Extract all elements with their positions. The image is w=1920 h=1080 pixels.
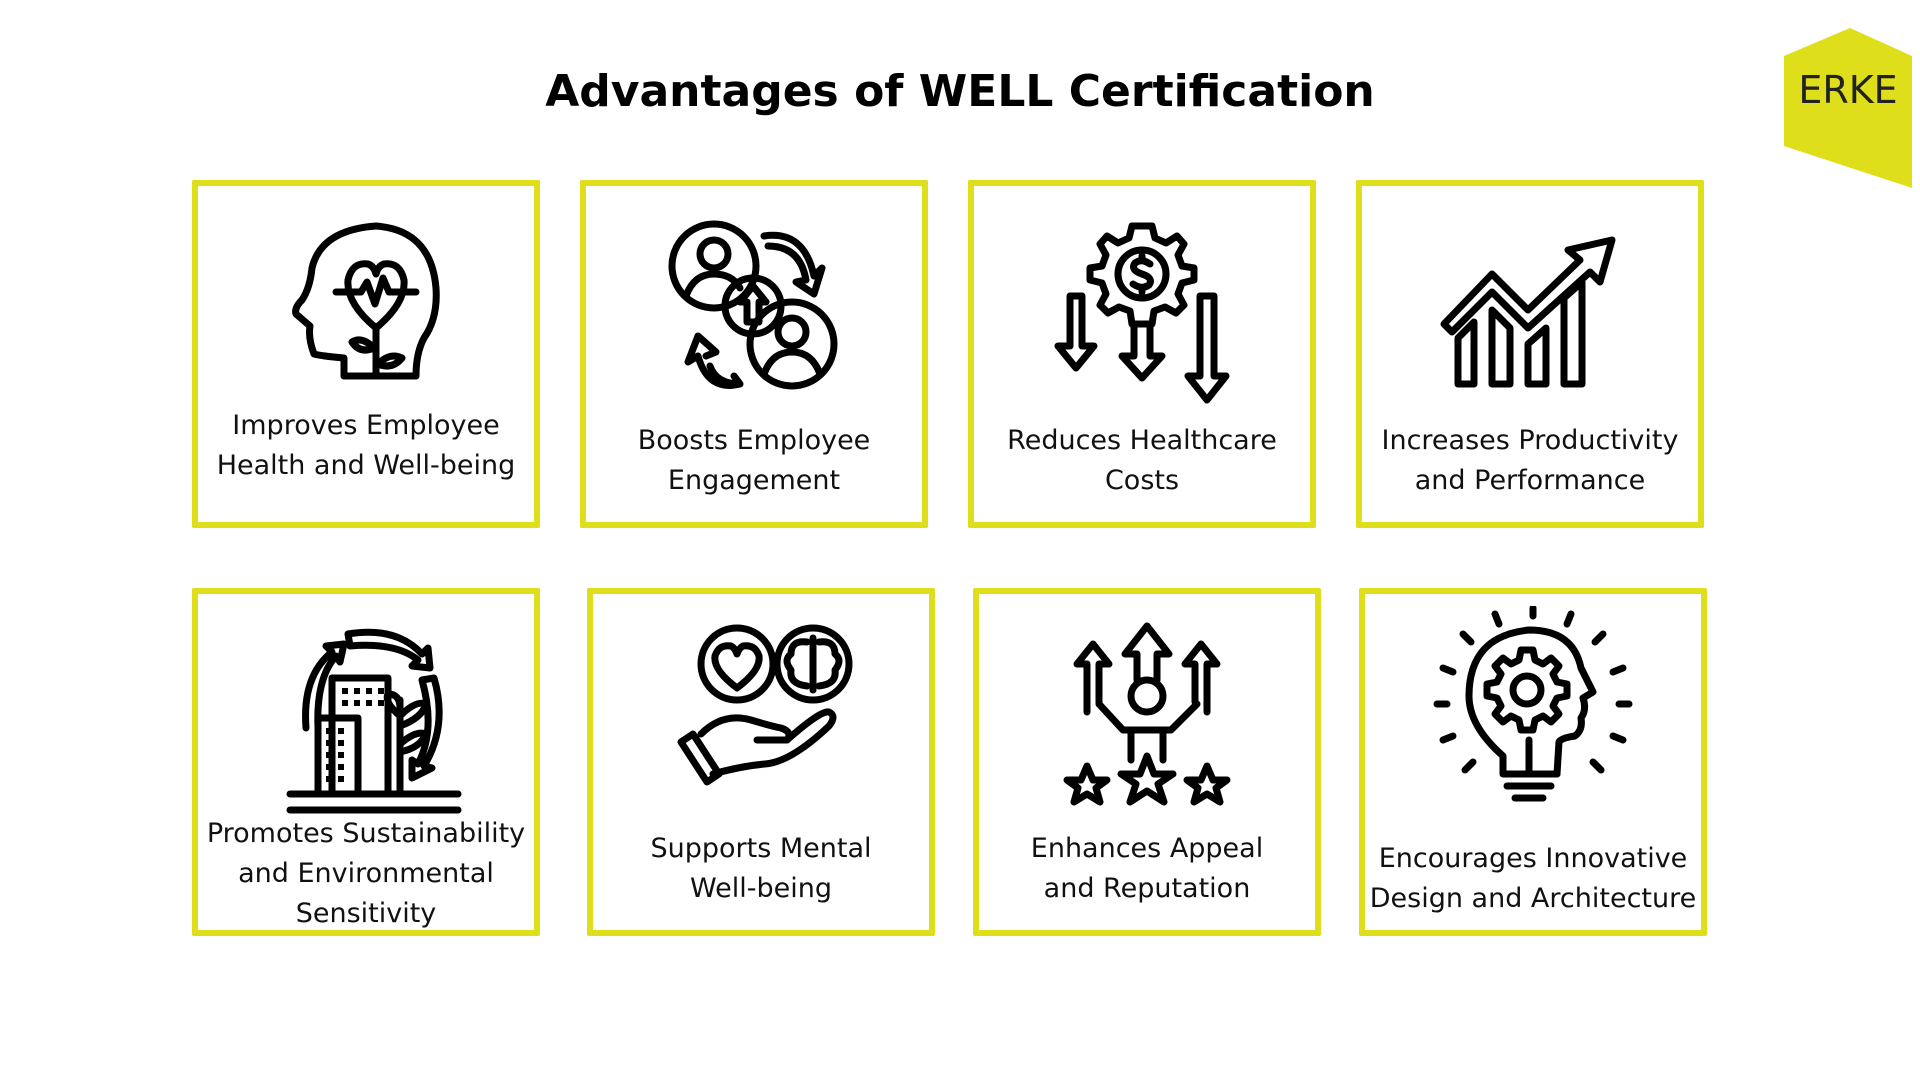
card-label: Increases Productivity and Performance	[1381, 425, 1679, 496]
card-label: Enhances Appeal and Reputation	[1030, 833, 1264, 904]
building-plant-recycle-icon	[266, 616, 466, 816]
card-sustainability: Promotes Sustainability and Environmenta…	[192, 588, 540, 936]
card-appeal-reputation: Enhances Appeal and Reputation	[973, 588, 1321, 936]
card-engagement: Boosts Employee Engagement	[580, 180, 928, 528]
page-title: Advantages of WELL Certification	[545, 66, 1375, 117]
card-innovative-design: Encourages Innovative Design and Archite…	[1359, 588, 1707, 936]
card-label: Reduces Healthcare Costs	[1007, 425, 1277, 496]
erke-logo: ERKE	[1782, 28, 1914, 190]
logo-text: ERKE	[1798, 68, 1897, 112]
dollar-gear-down-arrows-icon	[1042, 216, 1242, 416]
card-productivity: Increases Productivity and Performance	[1356, 180, 1704, 528]
head-heart-plant-icon	[266, 208, 466, 408]
card-label: Boosts Employee Engagement	[637, 425, 871, 496]
card-mental-wellbeing: Supports Mental Well-being	[587, 588, 935, 936]
person-arrows-stars-icon	[1047, 616, 1247, 816]
lightbulb-head-gear-icon	[1433, 606, 1633, 806]
card-healthcare-costs: Reduces Healthcare Costs	[968, 180, 1316, 528]
hand-heart-brain-icon	[661, 616, 861, 816]
card-label: Encourages Innovative Design and Archite…	[1369, 843, 1697, 914]
bar-chart-trend-up-icon	[1430, 216, 1630, 416]
people-cycle-up-arrow-icon	[654, 216, 854, 416]
card-label: Promotes Sustainability and Environmenta…	[206, 818, 526, 929]
card-label: Supports Mental Well-being	[650, 833, 872, 904]
card-health: Improves Employee Health and Well-being	[192, 180, 540, 528]
card-label: Improves Employee Health and Well-being	[216, 410, 516, 481]
